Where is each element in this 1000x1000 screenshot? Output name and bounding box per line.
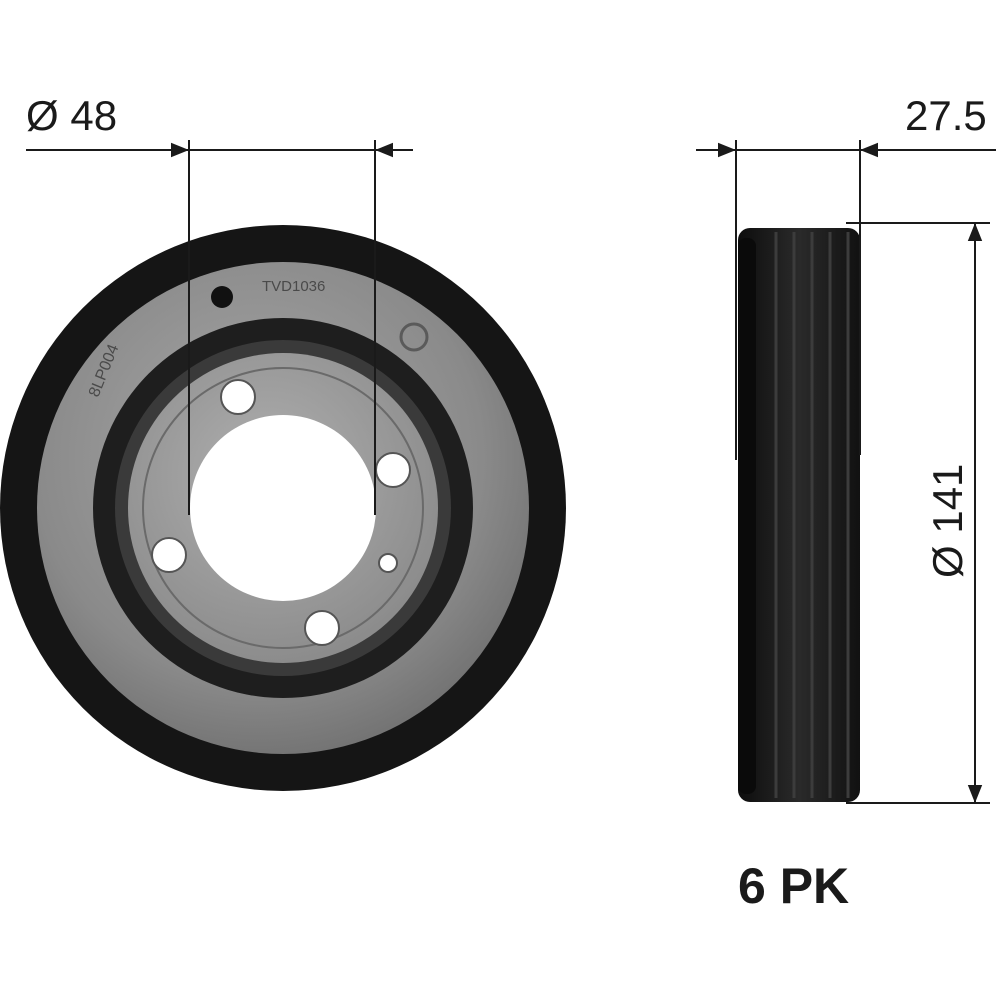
outer-diameter-dimension — [846, 222, 990, 804]
hub-step — [142, 367, 424, 649]
pulley-side-view — [738, 228, 860, 802]
pulley-front-view: TVD1036 8LP004 — [0, 225, 566, 791]
width-label: 27.5 — [905, 92, 987, 139]
belt-profile-label: 6 PK — [738, 858, 849, 914]
logo-icon — [399, 322, 429, 352]
pin-hole — [378, 553, 398, 573]
belt-grooves — [774, 232, 850, 798]
bolt-hole-right — [375, 452, 411, 488]
bore-dimension — [26, 140, 413, 515]
outer-diameter-label: Ø 141 — [924, 464, 971, 578]
side-body — [738, 228, 860, 802]
width-dimension — [696, 140, 996, 460]
bolt-hole-left — [151, 537, 187, 573]
timing-mark-icon — [211, 286, 233, 308]
bolt-hole-top-left — [220, 379, 256, 415]
bore-diameter-label: Ø 48 — [26, 92, 117, 139]
part-number-stamp: TVD1036 — [262, 278, 325, 295]
bolt-hole-bottom — [304, 610, 340, 646]
side-hub-flange — [738, 238, 756, 794]
center-bore — [190, 415, 376, 601]
